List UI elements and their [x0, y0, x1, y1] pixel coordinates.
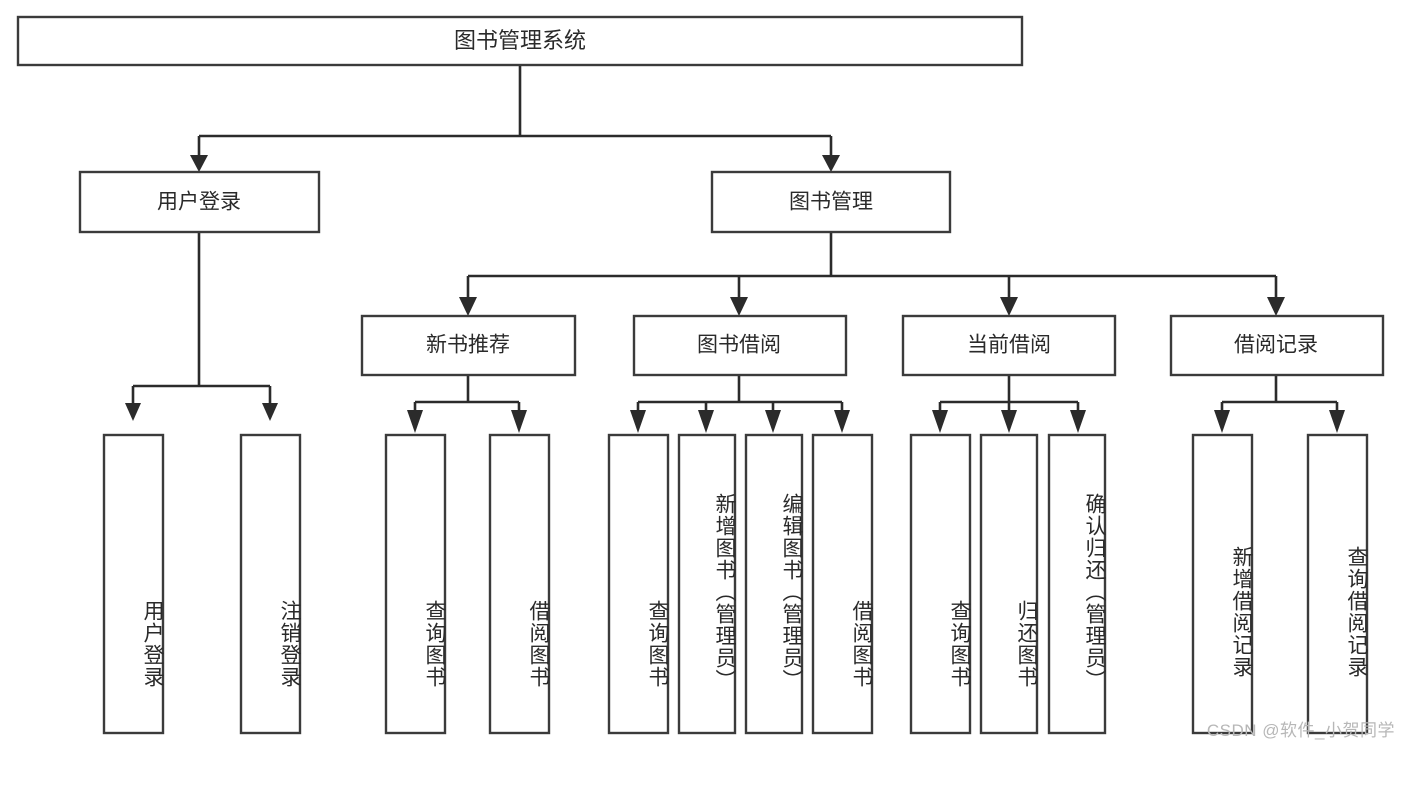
leaf-box-current-borrow-1[interactable] — [909, 433, 972, 735]
arrow-head-bookborrow-leaf-3 — [765, 410, 781, 433]
node-label-book-borrow: 图书借阅 — [697, 334, 781, 357]
node-box-borrow-record[interactable] — [1169, 314, 1385, 377]
node-box-root[interactable] — [16, 15, 1024, 67]
leaf-box-book-borrow-3[interactable] — [744, 433, 804, 735]
arrow-head-bookborrow-leaf-1 — [630, 410, 646, 433]
arrow-head-newbook-leaf-2 — [511, 410, 527, 433]
arrow-head-currentborrow-leaf-1 — [932, 410, 948, 433]
node-box-user-login[interactable] — [78, 170, 321, 234]
watermark-credit: CSDN @软件_小贺同学 — [1206, 721, 1395, 740]
node-box-current-borrow[interactable] — [901, 314, 1117, 377]
node-label-book-manage: 图书管理 — [789, 191, 873, 214]
connectors-group — [125, 65, 1345, 433]
diagram-canvas: 图书管理系统 用户登录 图书管理 新书推荐 图书借阅 当前借阅 借阅记录 用户登… — [16, 15, 1395, 740]
node-label-root: 图书管理系统 — [454, 28, 586, 53]
arrow-head-user-login-leaf-2 — [262, 403, 278, 421]
arrow-head-currentborrow-leaf-3 — [1070, 410, 1086, 433]
arrow-head-bookborrow-leaf-4 — [834, 410, 850, 433]
arrow-head-newbook-leaf-1 — [407, 410, 423, 433]
node-box-book-manage[interactable] — [710, 170, 952, 234]
leaf-box-book-borrow-4[interactable] — [811, 433, 874, 735]
node-label-new-book-recommend: 新书推荐 — [426, 334, 510, 357]
arrow-head-borrow-record — [1267, 297, 1285, 316]
leaf-box-current-borrow-3[interactable] — [1047, 433, 1107, 735]
horizontal-labels-group: 图书管理系统 用户登录 图书管理 新书推荐 图书借阅 当前借阅 借阅记录 — [157, 28, 1318, 357]
leaf-box-book-borrow-1[interactable] — [607, 433, 670, 735]
leaf-box-current-borrow-2[interactable] — [979, 433, 1039, 735]
arrow-head-book-borrow — [730, 297, 748, 316]
arrow-head-user-login-leaf-1 — [125, 403, 141, 421]
arrow-head-current-borrow — [1000, 297, 1018, 316]
arrow-head-currentborrow-leaf-2 — [1001, 410, 1017, 433]
leaf-box-borrow-record-1[interactable] — [1191, 433, 1254, 735]
arrow-head-borrowrecord-leaf-2 — [1329, 410, 1345, 433]
leaf-box-borrow-record-2[interactable] — [1306, 433, 1369, 735]
node-label-user-login: 用户登录 — [157, 191, 241, 214]
leaf-box-new-book-2[interactable] — [488, 433, 551, 735]
arrow-head-book-manage — [822, 155, 840, 172]
arrow-head-new-book — [459, 297, 477, 316]
node-label-borrow-record: 借阅记录 — [1234, 334, 1318, 357]
leaf-box-book-borrow-2[interactable] — [677, 433, 737, 735]
boxes-group — [16, 15, 1385, 735]
leaf-box-user-login-2[interactable] — [239, 433, 302, 735]
node-box-new-book-recommend[interactable] — [360, 314, 577, 377]
arrow-head-borrowrecord-leaf-1 — [1214, 410, 1230, 433]
leaf-box-new-book-1[interactable] — [384, 433, 447, 735]
tree-svg: 图书管理系统 用户登录 图书管理 新书推荐 图书借阅 当前借阅 借阅记录 — [16, 15, 1385, 735]
arrow-head-bookborrow-leaf-2 — [698, 410, 714, 433]
node-box-book-borrow[interactable] — [632, 314, 848, 377]
arrow-head-user-login — [190, 155, 208, 172]
leaf-box-user-login-1[interactable] — [102, 433, 165, 735]
node-label-current-borrow: 当前借阅 — [967, 334, 1051, 357]
